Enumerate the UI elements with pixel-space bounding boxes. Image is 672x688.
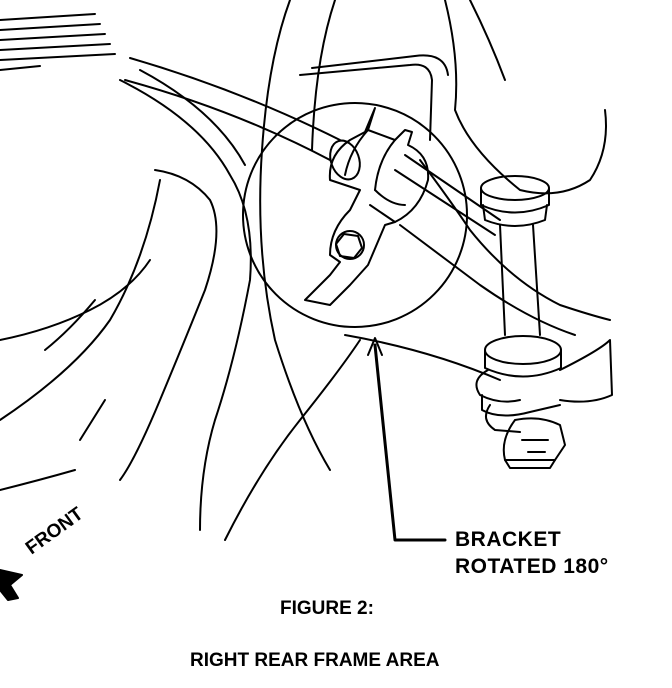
front-arrow-icon bbox=[0, 569, 23, 601]
figure-number: FIGURE 2: bbox=[280, 598, 374, 619]
floor-pan-hatching bbox=[0, 13, 116, 71]
figure-title: RIGHT REAR FRAME AREA bbox=[190, 650, 440, 671]
bracket bbox=[304, 107, 430, 306]
callout-leader bbox=[373, 343, 447, 542]
stabilizer-link bbox=[475, 175, 613, 469]
callout-label-line1: BRACKET bbox=[455, 528, 562, 551]
frame-rail-outlines bbox=[0, 0, 611, 541]
detail-circle bbox=[242, 102, 468, 328]
callout-label-line2: ROTATED 180° bbox=[455, 555, 609, 578]
